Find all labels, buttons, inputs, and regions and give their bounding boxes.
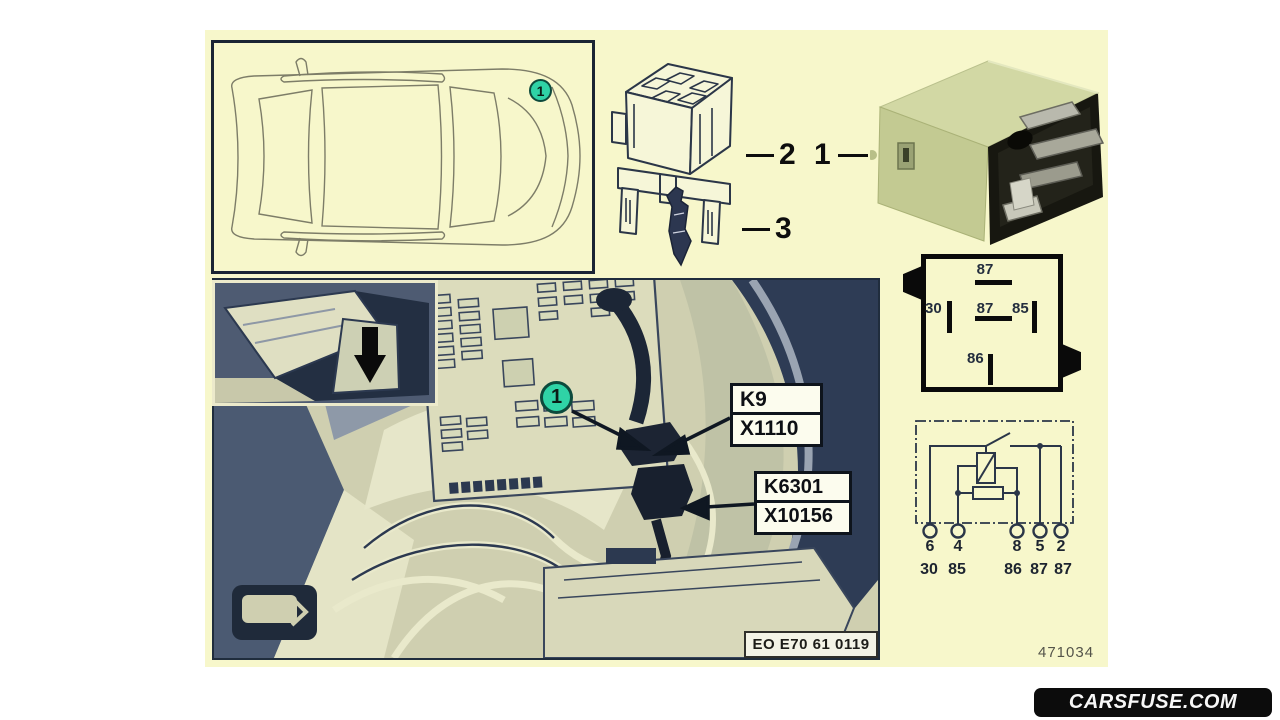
schematic-pin-8: 8 <box>1012 538 1022 555</box>
pin-box-right-tab <box>1062 344 1081 378</box>
pin-slot-86 <box>988 354 993 385</box>
relay-name-k6301: K6301 <box>757 474 849 503</box>
pin-label-86: 86 <box>967 350 984 367</box>
schematic-pin-6: 6 <box>925 538 935 555</box>
schematic-terminal-85: 85 <box>948 561 966 578</box>
schematic-terminal-30: 30 <box>920 561 938 578</box>
relay-id-box-k9: K9 X1110 <box>730 383 823 447</box>
relay-part-number: 1 <box>814 138 831 171</box>
socket-callout-line <box>746 154 774 157</box>
schematic-terminal-87b: 87 <box>1054 561 1072 578</box>
watermark-text: CARSFUSE.COM <box>1068 691 1238 713</box>
circuit-schematic <box>915 420 1074 539</box>
pin-slot-87-top <box>975 280 1012 285</box>
down-arrow-icon <box>354 327 386 383</box>
pin-label-87-top: 87 <box>976 261 994 278</box>
car-top-view-drawing <box>231 57 581 257</box>
pin-part-number: 3 <box>775 212 792 245</box>
pin-label-87-middle: 87 <box>976 300 994 317</box>
relay-name-k9: K9 <box>733 386 820 415</box>
figure-number: 471034 <box>1038 644 1095 661</box>
watermark-logo: CARSFUSE.COM <box>1034 688 1272 717</box>
fusebox-access-inset <box>212 280 438 406</box>
schematic-terminal-86: 86 <box>1004 561 1022 578</box>
pin-label-85: 85 <box>1012 300 1029 317</box>
pin-box-left-tab <box>903 266 922 300</box>
relay-socket-drawing <box>611 63 733 245</box>
pin-slot-85 <box>1032 301 1037 333</box>
car-location-panel <box>211 40 595 274</box>
photo-callout-badge: 1 <box>540 381 573 414</box>
connector-name-x1110: X1110 <box>740 417 799 440</box>
relay-id-box-k6301: K6301 X10156 <box>754 471 852 535</box>
schematic-pin-2: 2 <box>1056 538 1066 555</box>
terminal-pin-drawing <box>666 186 692 267</box>
relay-callout-line <box>838 154 868 157</box>
socket-part-number: 2 <box>779 138 796 171</box>
photo-callout-number: 1 <box>550 386 563 408</box>
connector-name-x10156: X10156 <box>764 505 833 527</box>
eo-code-label: EO E70 61 0119 <box>744 631 878 658</box>
car-callout-number: 1 <box>536 82 545 99</box>
pin-slot-30 <box>947 301 952 333</box>
car-location-callout-badge: 1 <box>529 79 552 102</box>
pin-callout-line <box>742 228 770 231</box>
pin-label-30: 30 <box>925 300 942 317</box>
schematic-terminal-87a: 87 <box>1030 561 1048 578</box>
relay-pin-diagram: 87 30 87 85 86 <box>921 254 1063 392</box>
pin-slot-87-middle <box>975 316 1012 321</box>
relay-photo <box>870 60 1105 245</box>
schematic-pin-5: 5 <box>1035 538 1045 555</box>
schematic-pin-4: 4 <box>953 538 963 555</box>
